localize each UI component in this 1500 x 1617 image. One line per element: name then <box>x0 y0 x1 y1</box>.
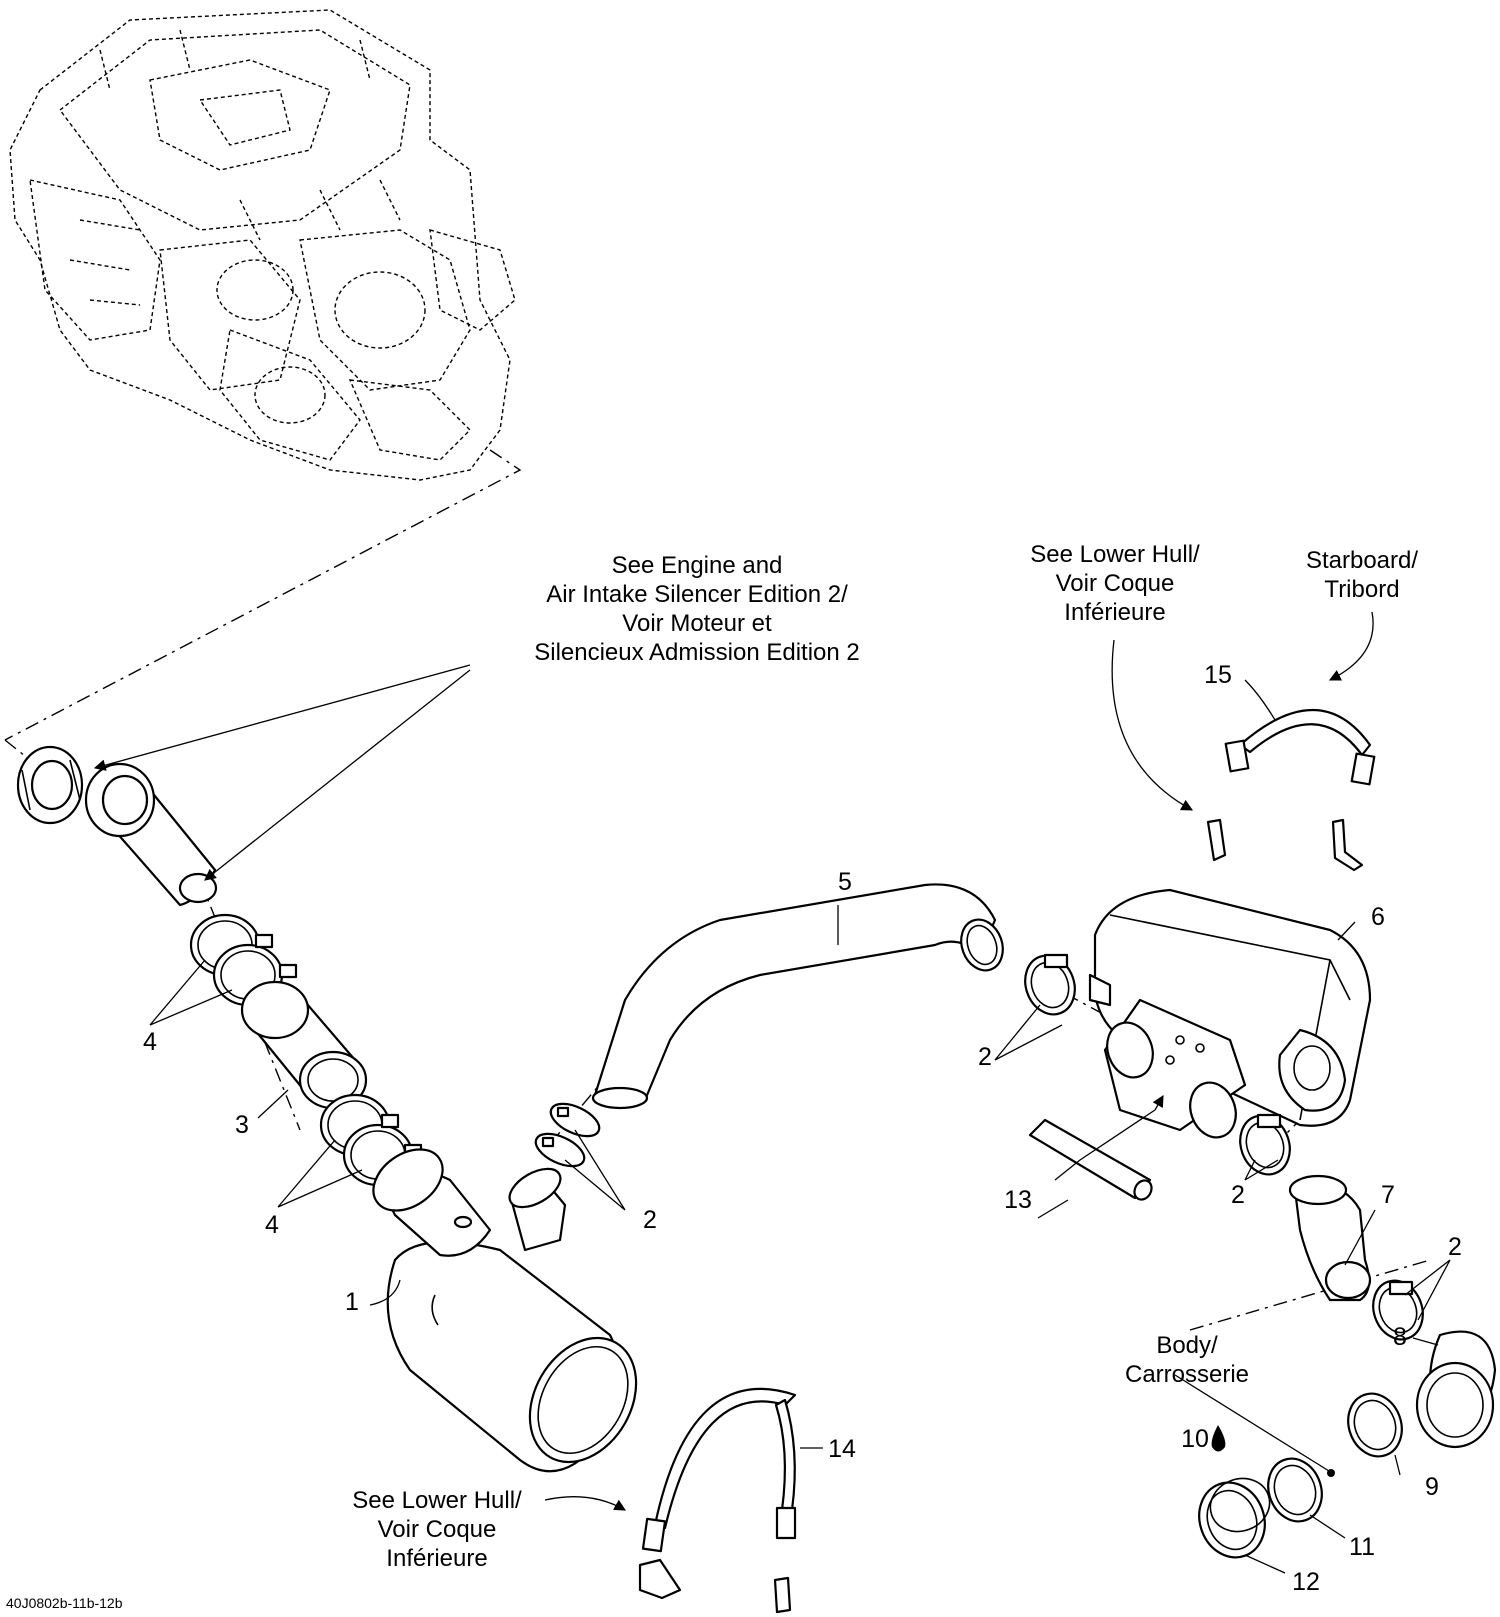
callout-14: 14 <box>828 1435 856 1463</box>
note-lower-hull-bottom-line-2: Voir Coque <box>378 1516 497 1543</box>
note-lower-hull-top-line-2: Voir Coque <box>1056 570 1175 597</box>
callout-2-resonator-inlet: 2 <box>978 1043 992 1071</box>
note-lower-hull-bottom-line-3: Inférieure <box>386 1545 487 1572</box>
callout-6: 6 <box>1371 903 1385 931</box>
strap-15 <box>1224 708 1376 786</box>
callout-4-upper: 4 <box>143 1028 157 1056</box>
strap-14 <box>641 1387 797 1553</box>
bracket-lower-left <box>638 1558 682 1600</box>
note-lower-hull-top-line-3: Inférieure <box>1064 599 1165 626</box>
muffler-1 <box>372 1148 638 1473</box>
callout-11: 11 <box>1349 1533 1375 1561</box>
callout-4-lower: 4 <box>265 1211 279 1239</box>
note-lower-hull-top-line-1: See Lower Hull/ <box>1030 541 1200 568</box>
callout-8: 8 <box>1393 1323 1407 1351</box>
leader-lines <box>93 611 1451 1574</box>
callout-15: 15 <box>1204 661 1232 689</box>
callout-2-resonator-outlet: 2 <box>1231 1181 1245 1209</box>
exhaust-pipe-5 <box>591 883 1004 1110</box>
hose-3 <box>240 980 368 1110</box>
callout-2-muffler: 2 <box>643 1206 657 1234</box>
note-body: Body/ Carrosserie <box>1125 1332 1249 1388</box>
note-lower-hull-bottom: See Lower Hull/ Voir Coque Inférieure <box>352 1487 522 1572</box>
note-engine-line-3: Voir Moteur et <box>622 610 772 637</box>
callout-1: 1 <box>345 1288 359 1316</box>
elbow-7 <box>1288 1174 1372 1302</box>
clamp-pair-muffler <box>534 1102 601 1168</box>
intake-flange-upper <box>16 745 84 825</box>
intake-duct <box>84 762 218 907</box>
note-starboard-line-1: Starboard/ <box>1306 547 1418 574</box>
callout-2-elbow: 2 <box>1448 1233 1462 1261</box>
note-lower-hull-bottom-line-1: See Lower Hull/ <box>352 1487 522 1514</box>
nut-12 <box>1198 1477 1271 1559</box>
callouts: 1 2 2 2 2 3 4 4 5 6 7 8 9 10 11 12 13 14… <box>143 661 1462 1596</box>
clamp-resonator-inlet <box>1024 953 1076 1016</box>
diagram-code: 40J0802b-11b-12b <box>6 1595 123 1611</box>
callout-12: 12 <box>1292 1568 1320 1596</box>
resonator-6 <box>1088 888 1372 1139</box>
note-lower-hull-top: See Lower Hull/ Voir Coque Inférieure <box>1030 541 1200 626</box>
outlet-8 <box>1415 1330 1497 1449</box>
callout-9: 9 <box>1425 1473 1439 1501</box>
bracket-lower-right <box>773 1576 792 1614</box>
note-engine-line-4: Silencieux Admission Edition 2 <box>534 639 860 666</box>
note-starboard-line-2: Tribord <box>1324 576 1399 603</box>
callout-3: 3 <box>235 1111 249 1139</box>
callout-10: 10 <box>1181 1425 1209 1453</box>
clamp-elbow <box>1372 1279 1424 1341</box>
engine-phantom <box>9 9 516 481</box>
gasket-11 <box>1267 1457 1323 1523</box>
note-engine-line-2: Air Intake Silencer Edition 2/ <box>546 581 848 608</box>
callout-5: 5 <box>838 868 852 896</box>
note-engine-ref: See Engine and Air Intake Silencer Editi… <box>534 552 860 666</box>
strap-13 <box>1028 1118 1153 1201</box>
bracket-upper-left <box>1206 818 1227 862</box>
note-engine-line-1: See Engine and <box>612 552 783 579</box>
note-starboard: Starboard/ Tribord <box>1306 547 1418 603</box>
sealant-drop-icon <box>1211 1425 1226 1452</box>
gasket-9 <box>1347 1392 1403 1458</box>
callout-7: 7 <box>1381 1181 1395 1209</box>
note-body-line-1: Body/ <box>1156 1332 1218 1359</box>
callout-13: 13 <box>1004 1186 1032 1214</box>
note-body-line-2: Carrosserie <box>1125 1361 1249 1388</box>
bracket-upper-right <box>1331 818 1364 872</box>
